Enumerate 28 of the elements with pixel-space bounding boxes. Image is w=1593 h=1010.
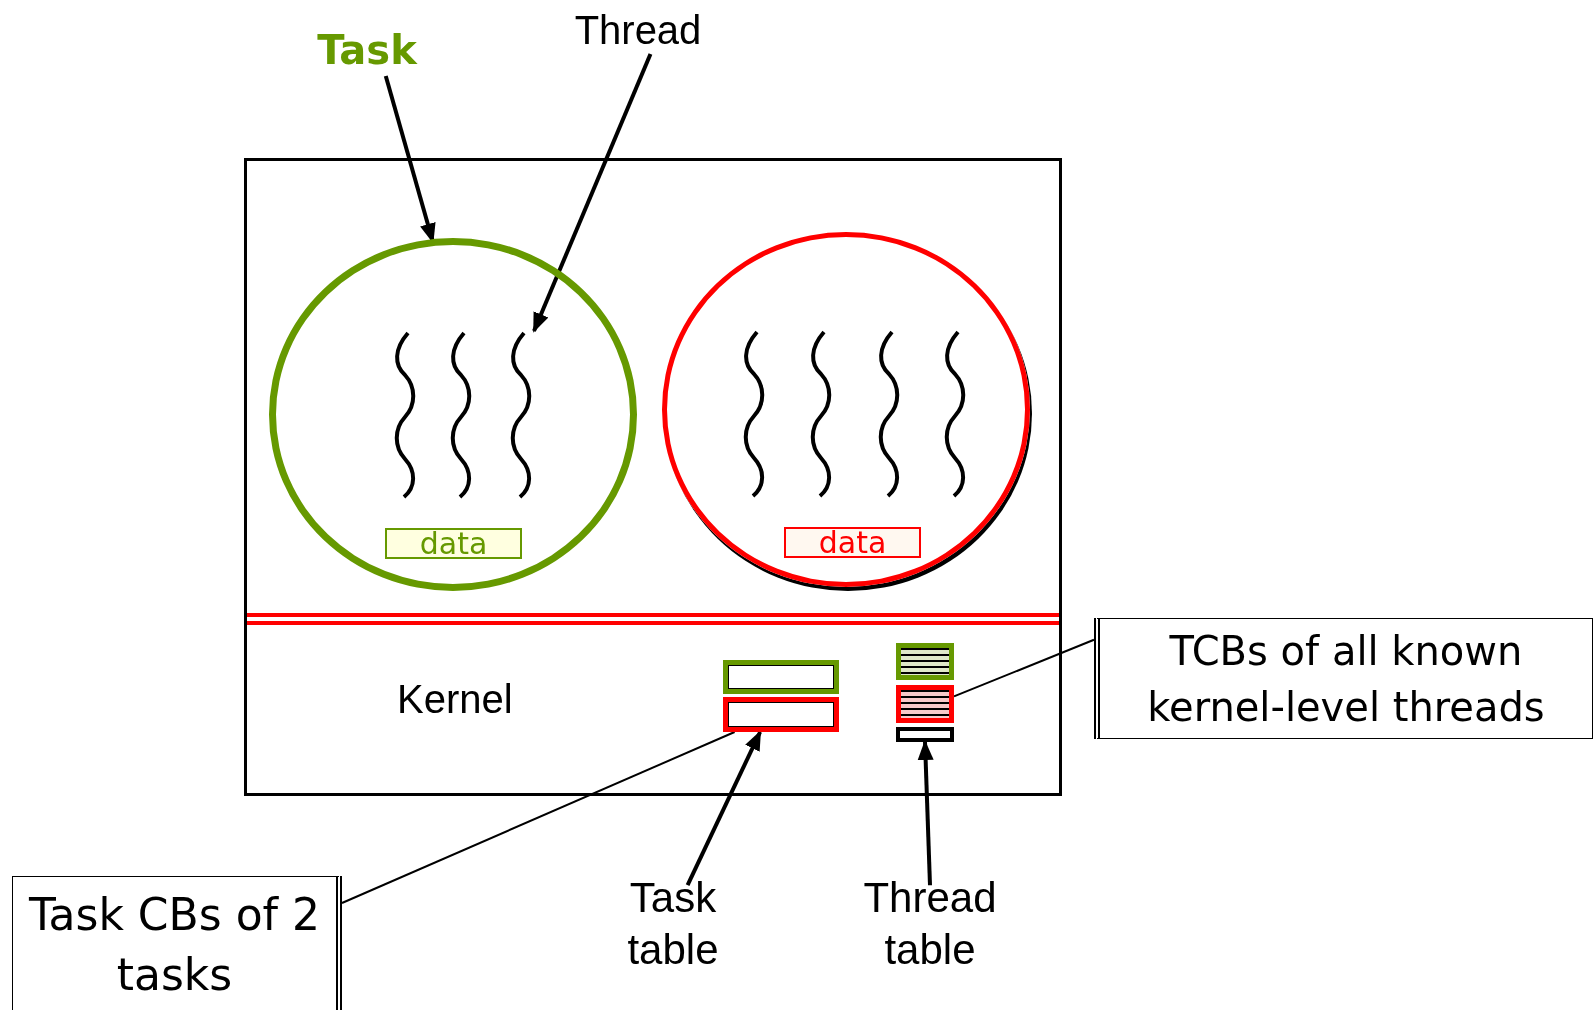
- task-circle: [269, 238, 637, 591]
- arrow: [917, 740, 934, 886]
- process-box: [244, 158, 1062, 796]
- thread-icon: [392, 331, 418, 499]
- task-label: Task: [300, 24, 434, 76]
- table-label: Thread table: [850, 872, 1010, 982]
- arrow: [685, 730, 762, 887]
- data-box: data: [784, 527, 921, 558]
- callout-box: Task CBs of 2 tasks: [12, 876, 342, 1010]
- table-entry: [723, 697, 839, 732]
- table-entry: [896, 685, 954, 723]
- kernel-label: Kernel: [397, 677, 513, 722]
- table-label: Task table: [600, 872, 746, 982]
- callout-box: TCBs of all known kernel-level threads: [1094, 618, 1593, 739]
- arrow: [532, 53, 653, 333]
- table-entry: [896, 643, 954, 680]
- data-box: data: [385, 528, 522, 559]
- leader-line: [341, 731, 736, 904]
- thread-icon: [508, 331, 534, 499]
- thread-icon: [942, 330, 968, 498]
- thread-icon: [741, 330, 767, 498]
- thread-icon: [448, 331, 474, 499]
- table-entry: [723, 660, 839, 694]
- leader-line: [953, 638, 1095, 698]
- thread-icon: [876, 330, 902, 498]
- table-entry: [896, 727, 954, 742]
- thread-label: Thread: [560, 6, 716, 54]
- thread-icon: [808, 330, 834, 498]
